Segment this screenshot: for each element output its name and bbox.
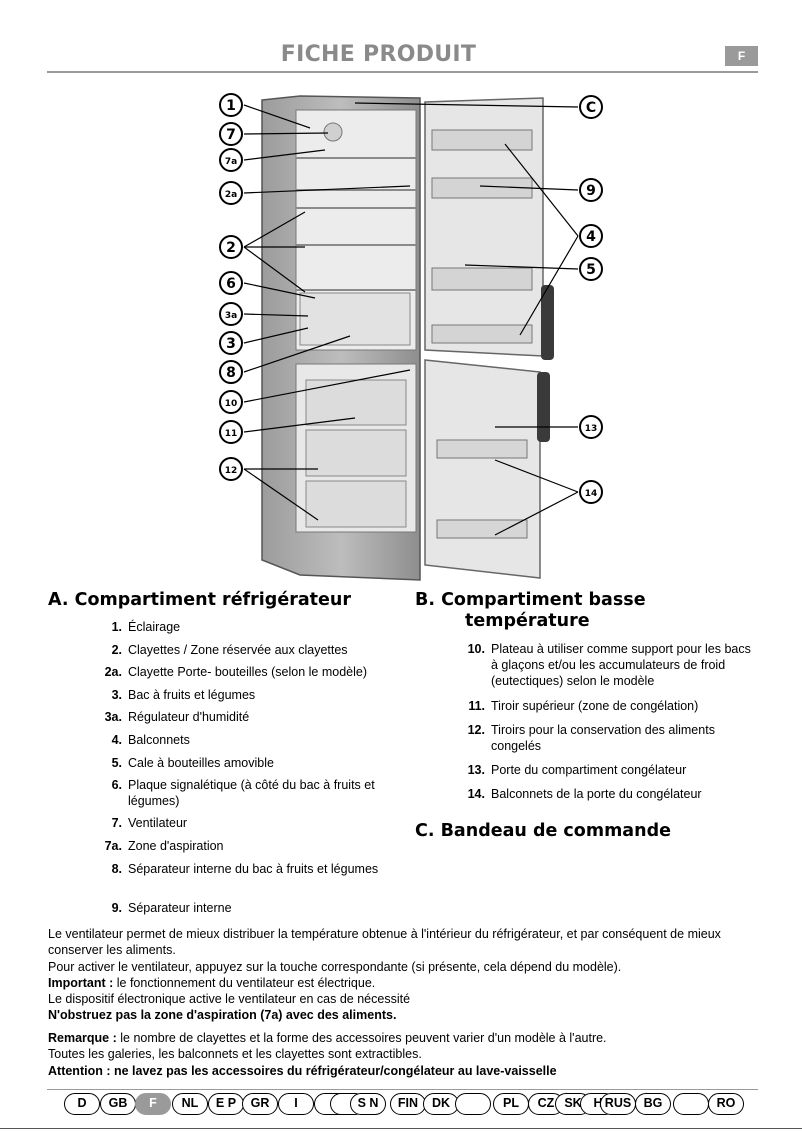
svg-text:10: 10 xyxy=(225,399,238,409)
lang-pill[interactable]: I xyxy=(278,1093,314,1115)
svg-text:3: 3 xyxy=(226,336,236,352)
attention-text: Attention : ne lavez pas les accessoires… xyxy=(48,1063,557,1078)
language-badge: F xyxy=(725,46,758,66)
svg-text:14: 14 xyxy=(585,489,598,499)
section-b-title-line2: température xyxy=(465,611,590,631)
footer-divider xyxy=(47,1089,758,1090)
section-b-list: 10.Plateau à utiliser comme support pour… xyxy=(467,642,751,801)
callout-c: C xyxy=(579,95,603,119)
section-a-title: A. Compartiment réfrigérateur xyxy=(48,590,351,610)
lang-pill[interactable] xyxy=(455,1093,491,1115)
callout-3a: 3a xyxy=(219,302,243,326)
fan-activation: Pour activer le ventilateur, appuyez sur… xyxy=(48,959,622,974)
callout-10: 10 xyxy=(219,390,243,414)
page-title: FICHE PRODUIT xyxy=(280,42,477,67)
important-label: Important : xyxy=(48,975,114,990)
svg-text:1: 1 xyxy=(226,98,236,114)
svg-text:4: 4 xyxy=(586,229,596,245)
svg-text:3a: 3a xyxy=(225,311,237,321)
section-b-title: B. Compartiment basse température xyxy=(415,590,646,632)
lang-pill[interactable]: D xyxy=(64,1093,100,1115)
lang-pill[interactable]: RO xyxy=(708,1093,744,1115)
svg-text:9: 9 xyxy=(586,183,596,199)
fan-description: Le ventilateur permet de mieux distribue… xyxy=(48,927,721,958)
section-c-title: C. Bandeau de commande xyxy=(415,821,671,841)
callout-7: 7 xyxy=(219,122,243,146)
fan-notes: Le ventilateur permet de mieux distribue… xyxy=(48,926,760,1024)
callout-3: 3 xyxy=(219,331,243,355)
svg-text:2a: 2a xyxy=(225,190,237,200)
svg-text:2: 2 xyxy=(226,240,236,256)
freezer-handle xyxy=(537,372,550,442)
callout-5: 5 xyxy=(579,257,603,281)
lang-pill[interactable]: DK xyxy=(423,1093,459,1115)
door-handle xyxy=(541,285,554,360)
lang-pill[interactable]: GB xyxy=(100,1093,136,1115)
callout-4: 4 xyxy=(579,224,603,248)
callout-6: 6 xyxy=(219,271,243,295)
callout-13: 13 xyxy=(579,415,603,439)
lang-pill[interactable]: S N xyxy=(350,1093,386,1115)
freezer-door xyxy=(424,359,541,579)
svg-text:13: 13 xyxy=(585,424,598,434)
language-bar: D GB F NL E P GR I S N FIN DK PL CZ SK H… xyxy=(0,1093,802,1117)
svg-text:8: 8 xyxy=(226,365,236,381)
callout-14: 14 xyxy=(579,480,603,504)
accessory-notes: Remarque : le nombre de clayettes et la … xyxy=(48,1030,760,1079)
callout-2: 2 xyxy=(219,235,243,259)
svg-text:5: 5 xyxy=(586,262,596,278)
remarque-label: Remarque : xyxy=(48,1031,117,1045)
svg-text:12: 12 xyxy=(225,466,238,476)
lang-pill[interactable]: RUS xyxy=(600,1093,636,1115)
extractible-note: Toutes les galeries, les balconnets et l… xyxy=(48,1047,422,1062)
callout-12: 12 xyxy=(219,457,243,481)
crisper-drawer xyxy=(299,292,411,346)
lang-pill[interactable]: BG xyxy=(635,1093,671,1115)
lang-pill-active[interactable]: F xyxy=(135,1093,171,1115)
callout-11: 11 xyxy=(219,420,243,444)
header-divider xyxy=(47,71,758,73)
section-b-title-line1: B. Compartiment basse xyxy=(415,590,646,610)
lang-pill[interactable]: E P xyxy=(208,1093,244,1115)
callout-8: 8 xyxy=(219,360,243,384)
svg-text:C: C xyxy=(586,100,596,116)
fan-warning: N'obstruez pas la zone d'aspiration (7a)… xyxy=(48,1007,760,1023)
callout-2a: 2a xyxy=(219,181,243,205)
svg-text:11: 11 xyxy=(225,429,238,439)
remarque: Remarque : le nombre de clayettes et la … xyxy=(48,1030,760,1046)
lang-pill[interactable]: PL xyxy=(493,1093,529,1115)
lang-pill[interactable]: NL xyxy=(172,1093,208,1115)
svg-text:7a: 7a xyxy=(225,157,237,167)
svg-text:6: 6 xyxy=(226,276,236,292)
remarque-text: le nombre de clayettes et la forme des a… xyxy=(116,1031,607,1045)
fan-warning-text: N'obstruez pas la zone d'aspiration (7a)… xyxy=(48,1008,397,1023)
page-bottom-edge xyxy=(0,1128,802,1129)
fridge-diagram: 1 7 7a 2a 2 6 3a 3 8 10 11 12 C 9 4 5 13… xyxy=(219,93,603,581)
lang-pill[interactable] xyxy=(673,1093,709,1115)
lang-pill[interactable]: FIN xyxy=(390,1093,426,1115)
attention-note: Attention : ne lavez pas les accessoires… xyxy=(48,1063,760,1079)
lang-pill[interactable]: GR xyxy=(242,1093,278,1115)
fan-electronic: Le dispositif électronique active le ven… xyxy=(48,992,411,1007)
fan-important: Important : le fonctionnement du ventila… xyxy=(48,975,760,991)
section-a-list: 1.Éclairage 2.Clayettes / Zone réservée … xyxy=(104,620,379,915)
callout-9: 9 xyxy=(579,178,603,202)
callout-1: 1 xyxy=(219,93,243,117)
svg-text:7: 7 xyxy=(226,127,236,143)
callout-7a: 7a xyxy=(219,148,243,172)
important-text: le fonctionnement du ventilateur est éle… xyxy=(113,975,376,990)
